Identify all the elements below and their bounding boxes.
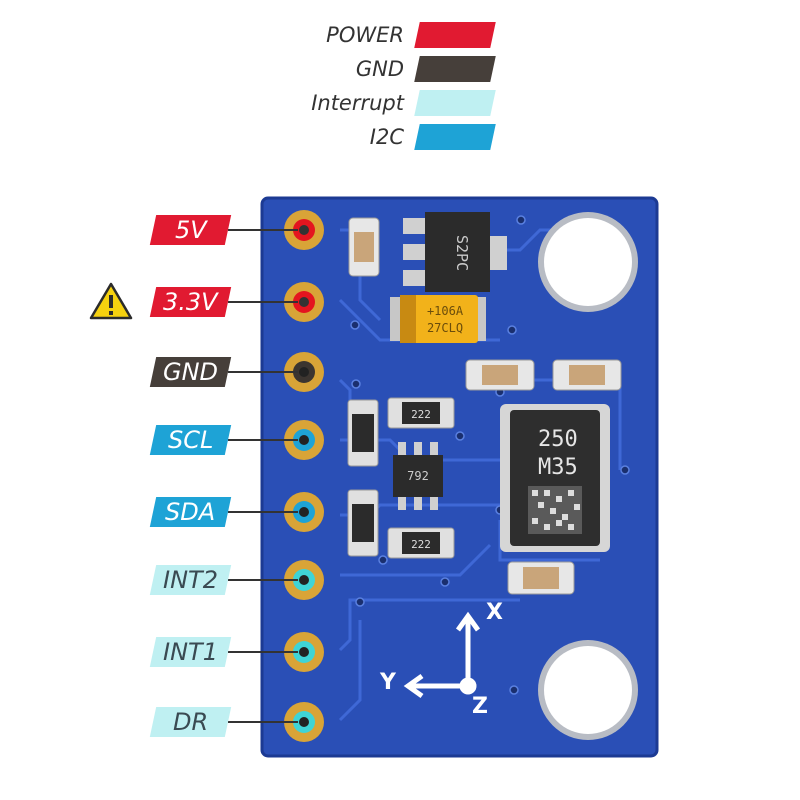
pin-label-dr: DR [149, 707, 232, 737]
smd-resistor-bottom [507, 561, 575, 595]
wire-gnd [228, 371, 298, 373]
tantalum-capacitor: +106A 27CLQ [390, 295, 486, 343]
smd-resistors-left: 222 222 [347, 397, 455, 559]
svg-text:222: 222 [411, 538, 431, 551]
pin-label-scl: SCL [149, 425, 232, 455]
svg-text:M35: M35 [538, 455, 578, 480]
axis-x-label: X [486, 600, 503, 625]
axis-indicator [403, 611, 481, 699]
svg-text:S2PC: S2PC [453, 235, 471, 271]
warning-triangle-icon [89, 282, 133, 320]
svg-text:250: 250 [538, 427, 578, 452]
wire-dr [228, 721, 298, 723]
axis-z-label: Z [472, 694, 488, 719]
axis-y-label: Y [380, 670, 396, 695]
wire-sda [228, 511, 298, 513]
legend-label-power: POWER [326, 23, 404, 47]
wire-5v [228, 229, 298, 231]
smd-capacitor-top [348, 217, 380, 277]
wire-scl [228, 439, 298, 441]
legend-label-gnd: GND [355, 57, 404, 81]
svg-text:27CLQ: 27CLQ [427, 321, 463, 335]
pin-label-int2: INT2 [149, 565, 232, 595]
pcb-board [260, 196, 659, 758]
level-shifter-ic: 792 [393, 442, 443, 510]
pin-label-sda: SDA [149, 497, 232, 527]
pin-label-gnd: GND [149, 357, 232, 387]
legend-label-interrupt: Interrupt [311, 91, 404, 115]
wire-int1 [228, 651, 298, 653]
svg-text:222: 222 [411, 408, 431, 421]
pin-label-5v: 5V [149, 215, 232, 245]
wire-int2 [228, 579, 298, 581]
gyro-sensor-chip: 250 M35 [500, 404, 610, 552]
smd-resistors-top [465, 359, 622, 391]
svg-text:792: 792 [407, 469, 429, 483]
pin-label-int1: INT1 [149, 637, 232, 667]
pin-label-3v3: 3.3V [149, 287, 232, 317]
voltage-regulator: S2PC [403, 212, 507, 292]
svg-text:+106A: +106A [427, 304, 464, 318]
pin-pads [284, 210, 324, 742]
wire-3v3 [228, 301, 298, 303]
legend-label-i2c: I2C [369, 125, 404, 149]
